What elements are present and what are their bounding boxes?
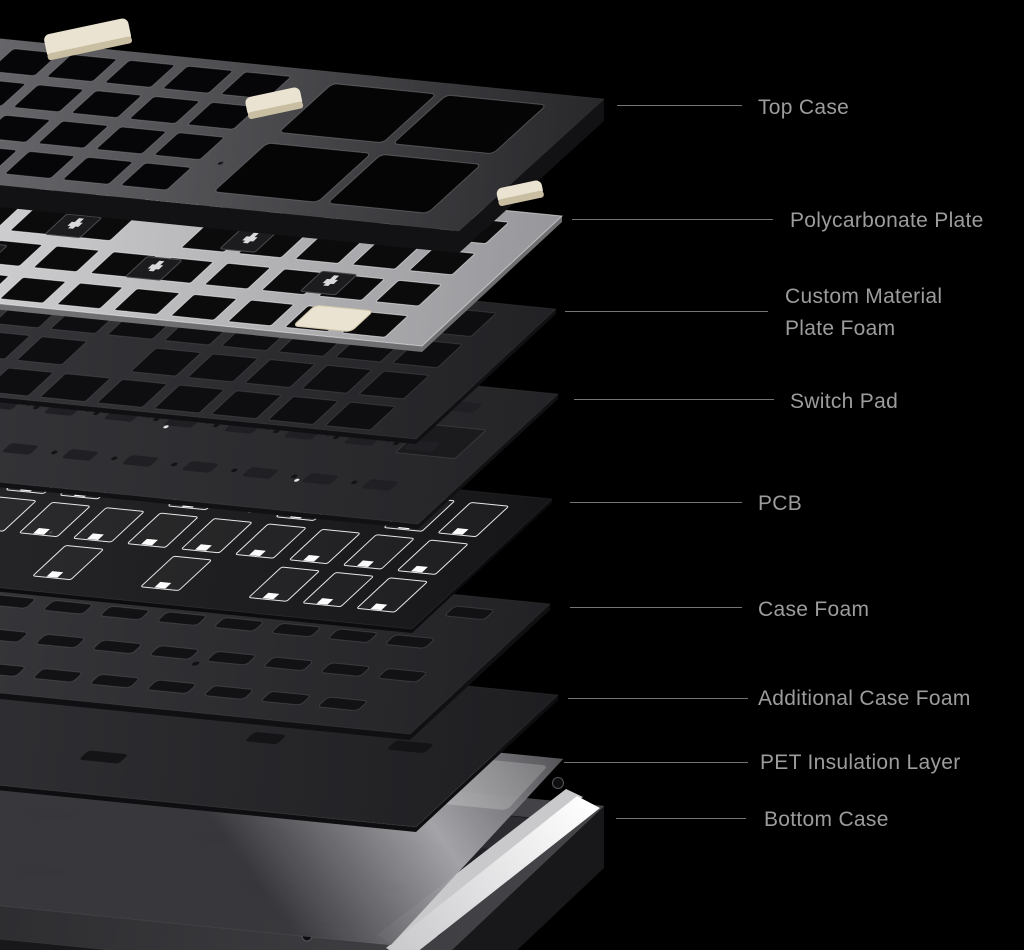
leader-line-case-foam: [570, 607, 742, 608]
leader-line-pcb: [570, 502, 742, 503]
layer-label-pcb: PCB: [758, 492, 803, 515]
leader-line-bottom-case: [616, 818, 746, 819]
layer-label-polycarbonate-plate: Polycarbonate Plate: [790, 209, 984, 232]
leader-line-top-case: [617, 105, 742, 106]
leader-line-additional-case-foam: [568, 698, 748, 699]
layer-label-custom-material-plate-foam-line2: Plate Foam: [785, 317, 896, 340]
layer-label-additional-case-foam: Additional Case Foam: [758, 687, 971, 710]
layer-label-pet-insulation-layer: PET Insulation Layer: [760, 751, 961, 774]
bottom-case-strip-top: [377, 789, 583, 944]
layer-label-bottom-case: Bottom Case: [764, 808, 889, 831]
bottom-case-led-strip: [386, 796, 600, 950]
layer-top-case: [0, 38, 606, 253]
layer-label-custom-material-plate-foam-line1: Custom Material: [785, 285, 943, 308]
leader-line-pet-insulation-layer: [564, 762, 748, 763]
layer-label-top-case: Top Case: [758, 96, 850, 119]
leader-line-custom-material-plate-foam: [565, 311, 768, 312]
stabilizer-caps: [44, 18, 544, 207]
leader-line-polycarbonate-plate: [572, 219, 773, 220]
screw-icon: [552, 777, 564, 789]
layer-label-case-foam: Case Foam: [758, 598, 870, 621]
leader-line-switch-pad: [574, 399, 774, 400]
layer-label-switch-pad: Switch Pad: [790, 390, 899, 413]
